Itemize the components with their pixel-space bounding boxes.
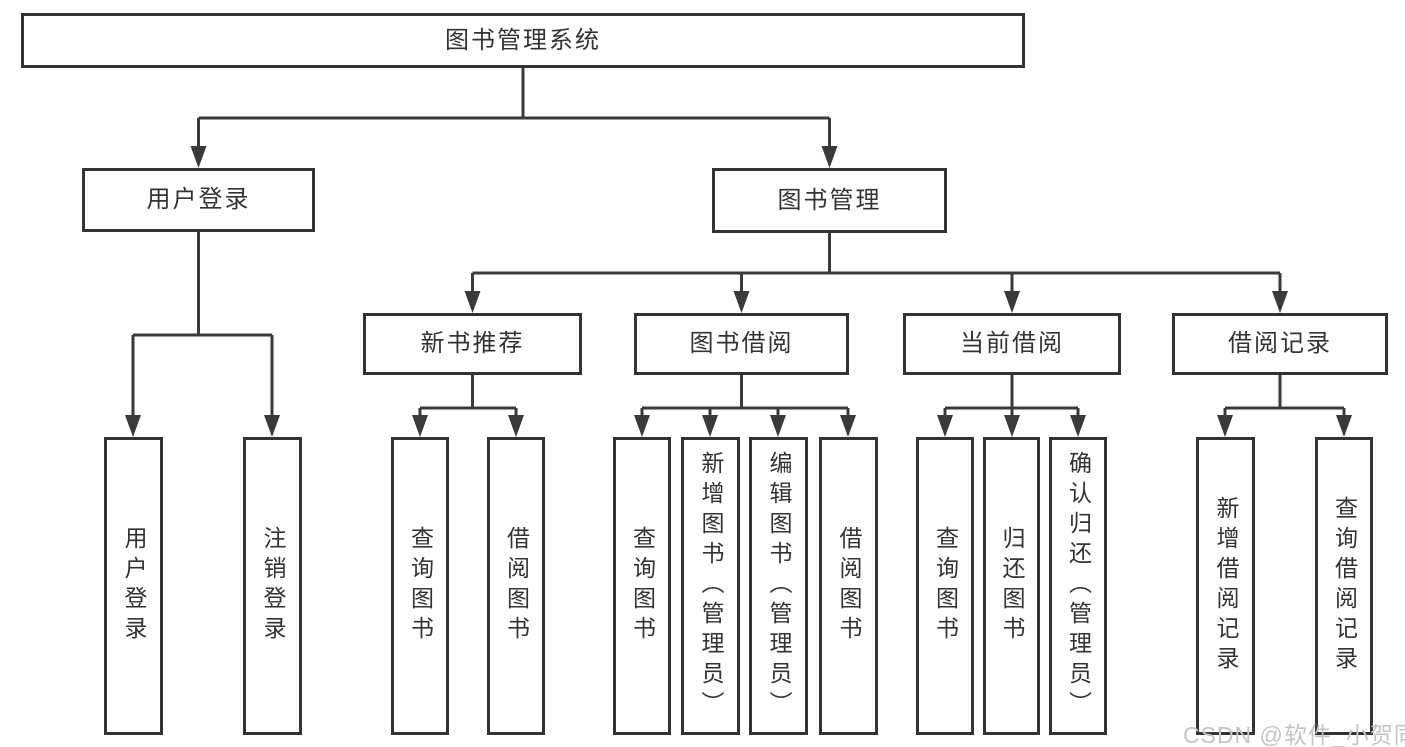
node-user-login: 用户登录 xyxy=(82,168,315,232)
node-borrowing-records: 借阅记录 xyxy=(1172,313,1388,375)
node-new-book-recommend: 新书推荐 xyxy=(363,313,582,375)
arrowhead xyxy=(1217,415,1233,437)
leaf-borrow-books-recommend: 借阅图书 xyxy=(487,437,545,735)
leaf-add-book-admin: 新增图书（管理员） xyxy=(681,437,740,735)
arrowhead xyxy=(733,291,750,313)
connector-bookmgmt-to-level3 xyxy=(471,233,1282,293)
leaf-logout: 注销登录 xyxy=(243,437,302,735)
arrowhead xyxy=(634,415,650,437)
arrowhead xyxy=(125,415,141,437)
node-borrowing-records-label: 借阅记录 xyxy=(1228,330,1332,357)
leaf-borrow-books-recommend-label: 借阅图书 xyxy=(503,526,530,646)
connector-borrowing-to-leaves xyxy=(640,375,850,417)
leaf-confirm-return-admin: 确认归还（管理员） xyxy=(1049,437,1107,735)
leaf-confirm-return-admin-label: 确认归还（管理员） xyxy=(1065,451,1092,721)
leaf-user-login-label: 用户登录 xyxy=(121,526,147,646)
leaf-query-books-borrowing-label: 查询图书 xyxy=(629,526,656,646)
node-root-label: 图书管理系统 xyxy=(445,26,601,54)
node-book-borrowing-label: 图书借阅 xyxy=(689,330,794,357)
arrowhead xyxy=(937,415,953,437)
arrowhead xyxy=(464,291,481,313)
leaf-edit-book-admin: 编辑图书（管理员） xyxy=(749,437,808,735)
node-current-borrowing: 当前借阅 xyxy=(903,313,1121,375)
node-current-borrowing-label: 当前借阅 xyxy=(960,330,1064,357)
connector-recommend-to-leaves xyxy=(418,375,518,417)
arrowhead xyxy=(1004,291,1020,313)
arrowhead xyxy=(412,415,428,437)
arrowhead xyxy=(264,415,280,437)
leaf-query-books-recommend-label: 查询图书 xyxy=(407,526,434,646)
node-new-book-recommend-label: 新书推荐 xyxy=(420,330,525,357)
arrowhead xyxy=(1070,415,1086,437)
leaf-user-login: 用户登录 xyxy=(104,437,163,735)
connector-userlogin-to-leaves xyxy=(131,232,274,417)
node-book-management-label: 图书管理 xyxy=(777,186,882,214)
arrowhead xyxy=(1272,291,1288,313)
arrowhead xyxy=(702,415,718,437)
connector-records-to-leaves xyxy=(1223,375,1346,417)
leaf-query-books-current: 查询图书 xyxy=(916,437,974,735)
arrowhead xyxy=(770,415,786,437)
node-book-borrowing: 图书借阅 xyxy=(634,313,849,375)
leaf-logout-label: 注销登录 xyxy=(260,526,286,646)
node-root: 图书管理系统 xyxy=(21,13,1025,68)
leaf-query-books-borrowing: 查询图书 xyxy=(613,437,671,735)
arrowhead xyxy=(1004,415,1020,437)
leaf-add-borrow-record-label: 新增借阅记录 xyxy=(1213,496,1239,676)
leaf-borrow-books-borrowing: 借阅图书 xyxy=(819,437,878,735)
leaf-query-borrow-record-label: 查询借阅记录 xyxy=(1331,496,1358,676)
leaf-add-borrow-record: 新增借阅记录 xyxy=(1196,437,1255,735)
leaf-add-book-admin-label: 新增图书（管理员） xyxy=(698,451,724,721)
arrowhead xyxy=(190,146,207,168)
leaf-borrow-books-borrowing-label: 借阅图书 xyxy=(836,526,862,646)
connector-current-to-leaves xyxy=(943,375,1080,417)
leaf-query-books-recommend: 查询图书 xyxy=(391,437,449,735)
leaf-query-books-current-label: 查询图书 xyxy=(932,526,959,646)
arrowhead xyxy=(1336,415,1352,437)
leaf-edit-book-admin-label: 编辑图书（管理员） xyxy=(766,451,792,721)
leaf-query-borrow-record: 查询借阅记录 xyxy=(1315,437,1373,735)
node-book-management: 图书管理 xyxy=(712,168,947,233)
leaf-return-books: 归还图书 xyxy=(983,437,1040,735)
arrowhead xyxy=(508,415,524,437)
connector-root-to-level2 xyxy=(197,68,831,148)
arrowhead xyxy=(821,146,838,168)
watermark: CSDN @软件_小贺同学 xyxy=(1183,722,1405,747)
arrowhead xyxy=(840,415,856,437)
node-user-login-label: 用户登录 xyxy=(146,186,251,213)
leaf-return-books-label: 归还图书 xyxy=(999,526,1025,646)
